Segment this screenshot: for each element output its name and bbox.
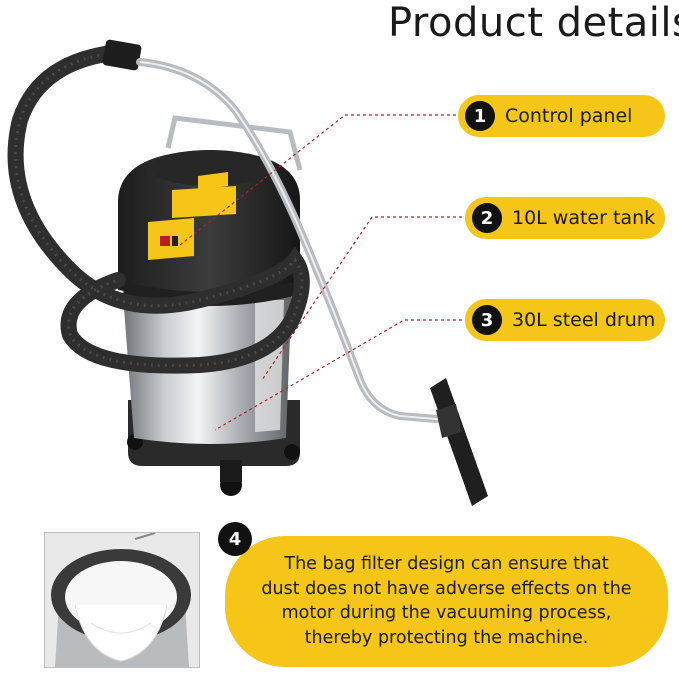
callout-number-2: 2 <box>472 203 502 233</box>
callout-number-1: 1 <box>465 101 495 131</box>
water-tank-window <box>255 300 284 432</box>
callout-label: 10L water tank <box>512 207 656 229</box>
feature-line-1: The bag filter design can ensure that <box>284 554 609 574</box>
control-panel <box>148 172 236 260</box>
hose-connector <box>102 39 142 71</box>
feature-line-3: motor during the vacuuming process, <box>281 603 612 623</box>
callout-control-panel: 1 Control panel <box>458 95 665 137</box>
feature-line-2: dust does not have adverse effects on th… <box>261 578 632 599</box>
feature-line-4: thereby protecting the machine. <box>304 627 589 648</box>
callout-label: 30L steel drum <box>512 309 656 331</box>
callout-water-tank: 2 10L water tank <box>465 197 665 239</box>
floor-nozzle <box>430 378 488 506</box>
feature-number-4: 4 <box>218 522 252 556</box>
feature-description: The bag filter design can ensure that du… <box>225 536 668 667</box>
handle-frame <box>165 115 303 171</box>
callout-number-3: 3 <box>472 305 502 335</box>
page-title: Product details <box>388 0 679 46</box>
callout-label: Control panel <box>505 105 633 127</box>
callout-steel-drum: 3 30L steel drum <box>465 299 665 341</box>
bag-filter-inset <box>44 532 200 668</box>
leader-lines <box>179 114 462 431</box>
bag-filter-illustration <box>45 533 199 667</box>
